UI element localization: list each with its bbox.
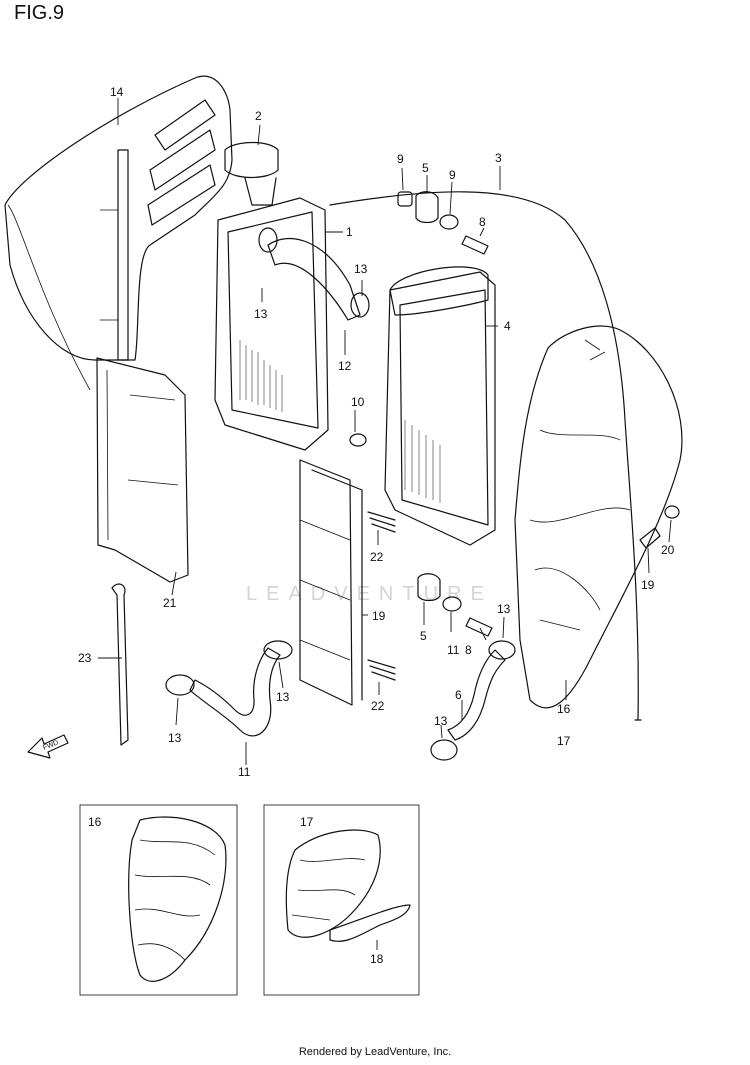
callout: 12 [338,359,352,373]
part-22-springs [367,511,396,681]
callout: 13 [497,602,511,616]
footer-credit: Rendered by LeadVenture, Inc. [298,1046,452,1058]
callout: 6 [455,688,462,702]
callout: 13 [354,262,368,276]
callout: 13 [168,731,182,745]
callout: 9 [449,168,456,182]
hardware [258,191,680,637]
callout: 22 [371,699,385,713]
callout-labels: 14 2 1 3 9 5 9 8 4 13 13 12 10 22 19 22 … [78,85,675,779]
callout: 8 [465,643,472,657]
callout: 2 [255,109,262,123]
fwd-arrow-icon: FWD [27,734,69,759]
callout: 3 [495,151,502,165]
inset-17-label: 17 [300,815,314,829]
inset-18-label: 18 [370,952,384,966]
part-1-left-radiator [214,141,361,451]
callout: 17 [557,734,571,748]
callout: 5 [422,161,429,175]
inset-16-label: 16 [88,815,102,829]
fwd-label: FWD [42,739,59,751]
callout: 1 [346,225,353,239]
leader-lines [98,98,672,765]
callout: 19 [372,609,386,623]
figure-title: FIG.9 [14,2,65,24]
callout: 11 [238,765,251,779]
callout: 5 [420,629,427,643]
callout: 13 [254,307,268,321]
callout: 4 [504,319,511,333]
part-10-lower-hose [430,640,516,761]
callout: 13 [434,714,448,728]
callout: 14 [110,85,124,99]
callout: 11 [447,643,460,657]
part-16-right-shroud [514,325,683,709]
callout: 16 [557,702,571,716]
callout: 21 [163,596,177,610]
inset-17: 17 18 [263,804,420,996]
part-11-lower-hose [165,640,293,737]
part-21-plate [96,357,189,583]
part-23-tie-strap [111,583,129,746]
callout: 8 [479,215,486,229]
callout: 23 [78,651,92,665]
part-3-hose [329,191,639,721]
part-4-right-radiator [384,266,496,546]
part-19-screen [299,459,363,706]
part-14-shroud [4,75,233,391]
callout: 13 [276,690,290,704]
callout: 9 [397,152,404,166]
callout: 22 [370,550,384,564]
callout: 10 [351,395,365,409]
callout: 19 [641,578,655,592]
callout: 20 [661,543,675,557]
inset-16: 16 [79,804,238,996]
